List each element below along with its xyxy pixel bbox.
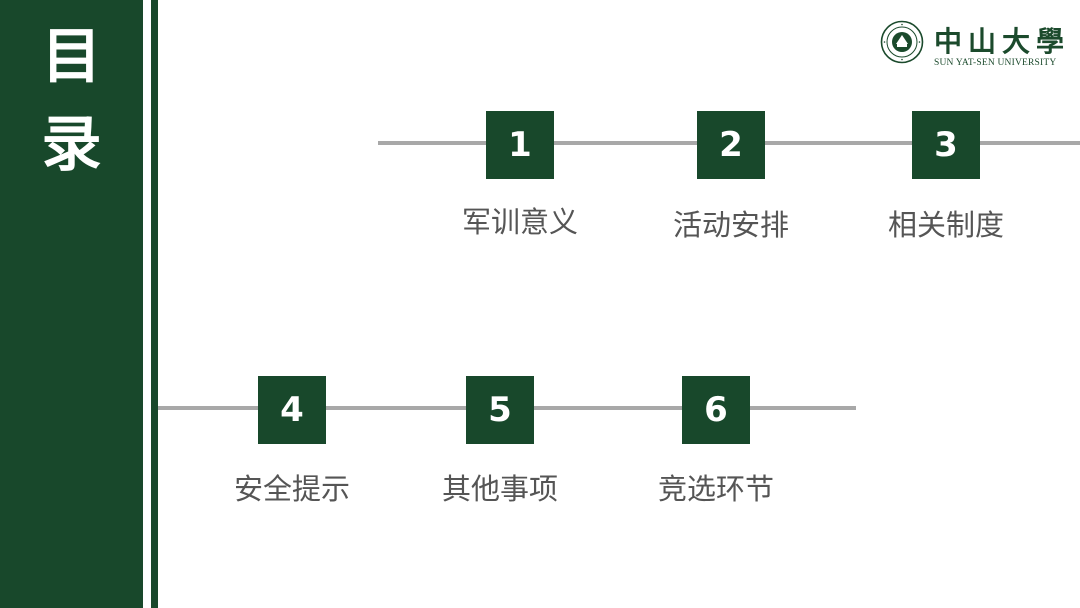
sidebar-stripe	[151, 0, 158, 608]
sidebar-panel: 目 录	[0, 0, 143, 608]
item-label-5[interactable]: 其他事项	[441, 472, 558, 506]
university-seal-icon	[880, 20, 924, 64]
item-label-3[interactable]: 相关制度	[887, 208, 1004, 242]
item-label-1[interactable]: 军训意义	[461, 205, 578, 239]
logo-name-cn: 中山大學	[934, 25, 1071, 58]
item-number-6: 6	[682, 376, 750, 444]
item-number-5: 5	[466, 376, 534, 444]
item-number-3: 3	[912, 111, 980, 179]
title-char-1: 目	[41, 22, 102, 92]
university-logo: 中山大學 SUN YAT-SEN UNIVERSITY	[880, 20, 1065, 70]
item-label-6[interactable]: 竞选环节	[657, 472, 774, 506]
item-number-1: 1	[486, 111, 554, 179]
item-number-2: 2	[697, 111, 765, 179]
item-label-2[interactable]: 活动安排	[672, 208, 789, 242]
item-number-4: 4	[258, 376, 326, 444]
logo-name-en: SUN YAT-SEN UNIVERSITY	[934, 58, 1057, 68]
title-char-2: 录	[41, 110, 102, 180]
item-label-4[interactable]: 安全提示	[233, 472, 350, 506]
